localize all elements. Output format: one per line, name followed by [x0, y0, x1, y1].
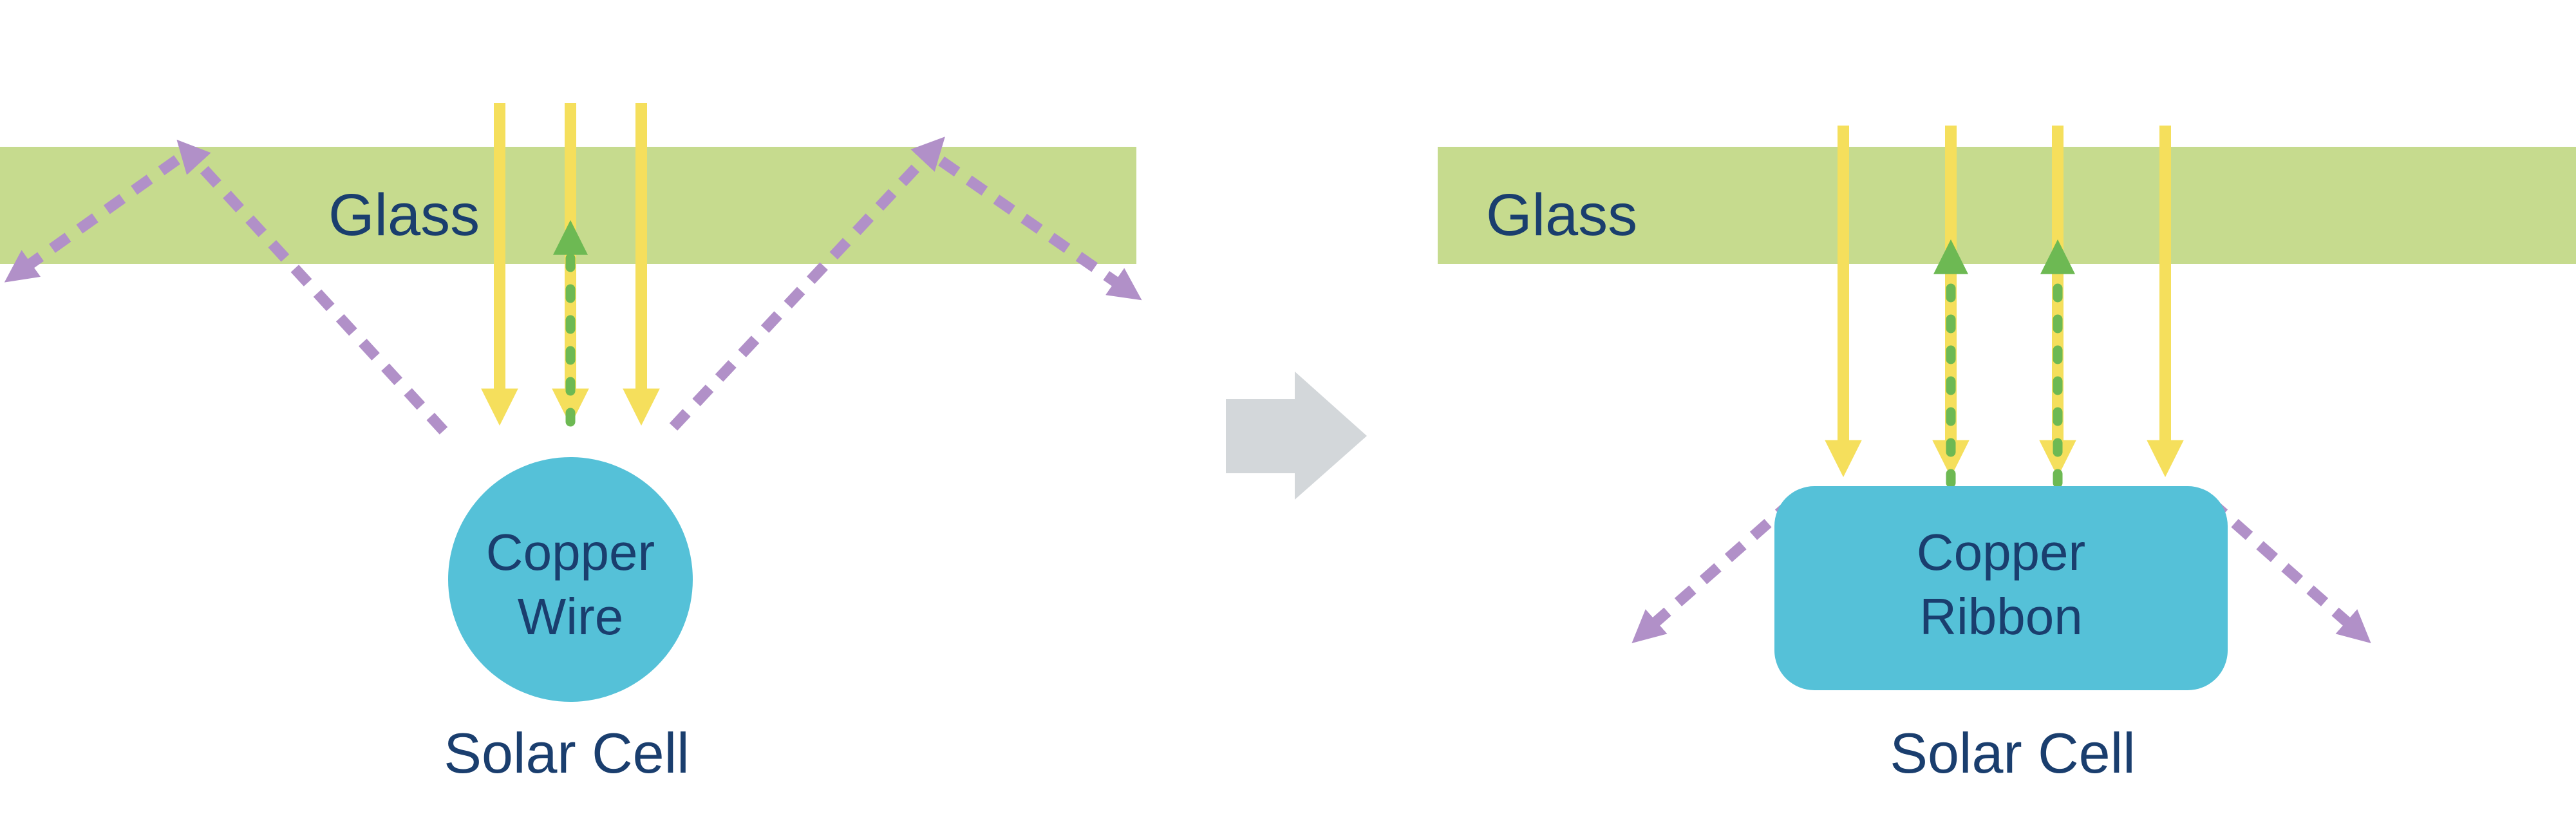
glass-label: Glass — [328, 182, 480, 248]
copper-wire — [448, 457, 693, 702]
escaping-light-rays — [4, 136, 1142, 435]
left-diagram: Glass Copper Wire Solar Cell — [0, 103, 1142, 785]
escaping-ray-right-icon — [938, 156, 1142, 301]
conductor-label-line1: Copper — [1917, 523, 2085, 581]
glass-label: Glass — [1486, 182, 1637, 248]
conductor-label-line2: Wire — [518, 588, 623, 645]
scattered-ray-up-right-icon — [669, 136, 945, 431]
right-diagram: Glass Copper Ribbon Solar Cell — [1438, 126, 2576, 785]
scattered-ray-up-left-icon — [176, 139, 448, 435]
escaping-ray-right-icon — [2206, 496, 2371, 643]
reflected-light-rays — [1933, 239, 2075, 488]
right-block-arrow-icon — [1226, 372, 1367, 500]
copper-ribbon — [1774, 486, 2228, 690]
solar-cell-label: Solar Cell — [1890, 721, 2135, 785]
glass-layer — [1438, 147, 2576, 264]
solar-cell-label: Solar Cell — [444, 721, 689, 785]
conductor-label-line1: Copper — [486, 523, 655, 581]
conductor-label-line2: Ribbon — [1919, 588, 2083, 645]
escaping-ray-left-icon — [1631, 496, 1797, 643]
